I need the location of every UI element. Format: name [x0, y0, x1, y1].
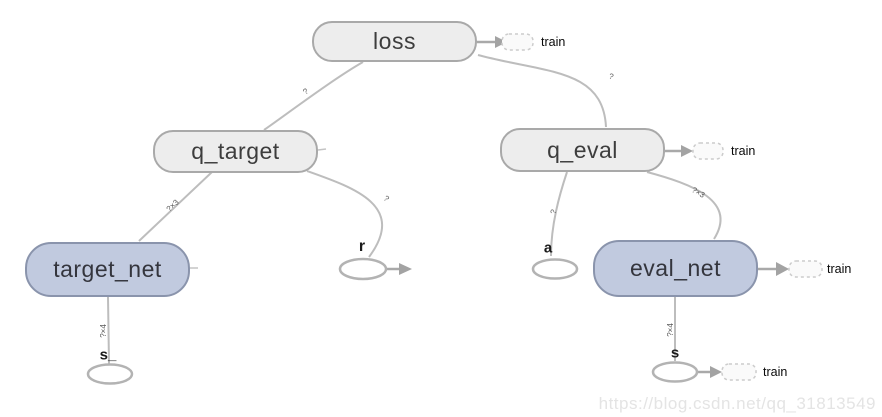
edge-qtarget-to-targetnet — [138, 171, 213, 242]
input-node-s_-ellipse[interactable] — [86, 363, 134, 385]
node-loss[interactable]: loss — [312, 21, 477, 62]
node-loss-label: loss — [373, 28, 416, 54]
arrowhead-icon — [399, 263, 412, 275]
node-target-net-label: target_net — [53, 256, 162, 282]
node-q-target[interactable]: q_target — [153, 130, 318, 173]
node-eval-net-label: eval_net — [630, 255, 721, 281]
node-q-eval[interactable]: q_eval — [500, 128, 665, 172]
train-output-box-qeval[interactable] — [692, 142, 724, 160]
stub-qtarget-right — [317, 148, 327, 151]
node-target-net[interactable]: target_net — [25, 242, 190, 297]
arrowhead-icon — [495, 36, 507, 48]
train-output-box-s[interactable] — [721, 363, 757, 381]
train-output-label-s: train — [763, 364, 788, 379]
edge-targetnet-to-s_ — [107, 296, 110, 365]
input-node-a-ellipse[interactable] — [531, 258, 579, 280]
edge-qtarget-to-loss — [263, 61, 364, 131]
node-eval-net[interactable]: eval_net — [593, 240, 758, 297]
train-output-box-loss[interactable] — [501, 33, 534, 51]
train-output-label-qeval: train — [731, 143, 756, 158]
input-label-s_: s_ — [99, 346, 117, 364]
edge-loss-to-qeval — [477, 54, 607, 128]
edge-qtarget-to-r — [306, 170, 383, 258]
arrowhead-icon — [776, 262, 789, 276]
input-label-s: s — [670, 344, 680, 362]
input-label-r: r — [358, 238, 366, 255]
arrowhead-icon — [681, 145, 693, 157]
train-output-box-evalnet[interactable] — [788, 260, 823, 278]
node-q-eval-label: q_eval — [547, 136, 618, 163]
train-output-label-loss: train — [541, 34, 566, 49]
train-output-label-evalnet: train — [827, 261, 852, 276]
edge-shape-label-evalnet-s: ?×4 — [666, 323, 675, 337]
input-node-r-ellipse[interactable] — [338, 257, 388, 281]
input-label-a: a — [543, 239, 553, 257]
edge-qeval-to-evalnet — [646, 171, 722, 240]
edge-qeval-to-a — [550, 171, 568, 257]
node-q-target-label: q_target — [191, 138, 280, 164]
csdn-watermark: https://blog.csdn.net/qq_31813549 — [598, 394, 876, 413]
input-node-s-ellipse[interactable] — [651, 361, 699, 383]
arrowhead-icon — [710, 366, 722, 378]
edge-shape-label-targetnet-s_: ?×4 — [99, 324, 108, 338]
